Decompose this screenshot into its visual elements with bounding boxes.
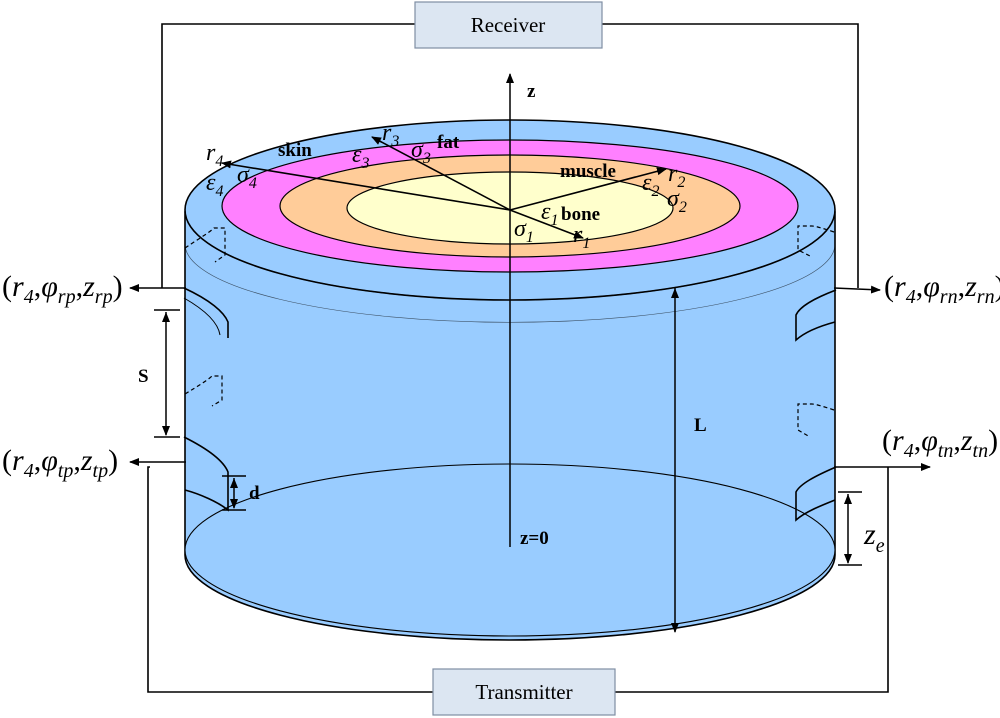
layer3-symbols: r3 σ3 ε3 [352, 120, 431, 172]
skin-label: skin [278, 140, 312, 161]
layer2-symbols: r2 ε2 σ2 [642, 161, 687, 216]
r2-symbol: r2 [668, 161, 685, 191]
transmitter-wiring [147, 466, 889, 693]
receiver-wiring [161, 23, 859, 288]
transmitter-label: Transmitter [475, 680, 572, 704]
l-label: L [694, 415, 707, 436]
fat-label: fat [437, 132, 460, 153]
layer4-symbols: r4 σ4 ε4 [206, 140, 257, 200]
radius-lines [221, 136, 667, 239]
d-label: d [249, 483, 260, 504]
dimension-d [222, 475, 246, 511]
transmitter-port-left-coord: (r4,φtp,ztp) [2, 444, 118, 482]
z-axis-label: z [527, 81, 536, 102]
left-electrodes [183, 227, 229, 512]
r3-symbol: r3 [382, 120, 399, 150]
port-arrows [129, 284, 931, 471]
transmitter-box: Transmitter [432, 668, 616, 716]
epsilon3-symbol: ε3 [352, 142, 369, 172]
epsilon1-symbol: ε1 [541, 199, 558, 229]
receiver-port-right-coord: (r4,φrn,zrn) [884, 270, 1000, 308]
dimension-s [154, 309, 180, 438]
z0-label: z=0 [520, 528, 549, 549]
sigma3-symbol: σ3 [411, 137, 431, 167]
epsilon2-symbol: ε2 [642, 170, 659, 200]
layer1-symbols: ε1 σ1 r1 [514, 199, 590, 252]
r4-symbol: r4 [206, 140, 223, 170]
r1-symbol: r1 [573, 222, 590, 252]
right-electrodes [795, 225, 837, 522]
bone-label: bone [561, 204, 600, 225]
transmitter-port-right-coord: (r4,φtn,ztn) [882, 424, 998, 462]
receiver-port-left-coord: (r4,φrp,zrp) [2, 270, 123, 308]
sigma2-symbol: σ2 [667, 186, 687, 216]
sigma4-symbol: σ4 [237, 162, 257, 192]
receiver-box: Receiver [414, 1, 603, 49]
dimension-ze [838, 491, 862, 566]
epsilon4-symbol: ε4 [206, 170, 223, 200]
muscle-label: muscle [560, 161, 616, 182]
sigma1-symbol: σ1 [514, 216, 534, 246]
s-label: S [138, 366, 149, 387]
ze-label: ze [863, 518, 885, 557]
receiver-label: Receiver [471, 13, 546, 37]
